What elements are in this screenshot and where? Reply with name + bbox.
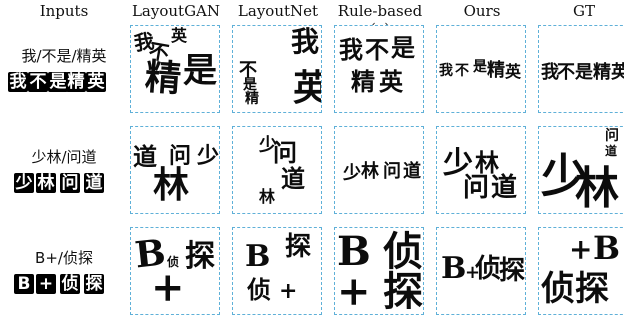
calligraphy-glyph: 道 bbox=[133, 142, 157, 171]
input-glyph: 道 bbox=[84, 173, 104, 193]
input-glyph: 不 bbox=[28, 72, 48, 92]
header-gt: GT bbox=[573, 2, 595, 20]
calligraphy-glyph: 精 bbox=[487, 60, 505, 81]
calligraphy-glyph: 林 bbox=[575, 163, 619, 214]
calligraphy-glyph: + bbox=[337, 268, 371, 315]
calligraphy-glyph: 英 bbox=[171, 26, 188, 45]
calligraphy-glyph: B bbox=[441, 251, 467, 286]
calligraphy-glyph: 探 bbox=[499, 256, 526, 286]
input-glyph: B bbox=[14, 274, 34, 294]
calligraphy-glyph: 少 bbox=[541, 149, 587, 203]
input-text-row-1: 我/不是/精英 bbox=[21, 47, 107, 65]
calligraphy-glyph: B bbox=[245, 239, 271, 274]
calligraphy-glyph: B bbox=[337, 228, 371, 275]
result-cell-ours: B+侦探 bbox=[436, 227, 526, 315]
calligraphy-glyph: 少 bbox=[259, 135, 277, 156]
calligraphy-glyph: + bbox=[279, 278, 298, 304]
calligraphy-glyph: 不 bbox=[455, 63, 469, 79]
calligraphy-glyph: 探 bbox=[575, 269, 609, 309]
calligraphy-glyph: 我 bbox=[339, 35, 363, 64]
calligraphy-glyph: 英 bbox=[379, 67, 403, 96]
calligraphy-glyph: 侦 bbox=[541, 269, 575, 309]
result-cell-rule-based-c: 少林问道 bbox=[334, 126, 424, 214]
calligraphy-glyph: 英 bbox=[505, 62, 522, 81]
calligraphy-glyph: 侦 bbox=[475, 254, 502, 284]
calligraphy-glyph: 我 bbox=[541, 62, 559, 83]
result-cell-layoutgan: 道问少林 bbox=[130, 126, 220, 214]
calligraphy-glyph: 侦 bbox=[247, 275, 271, 304]
calligraphy-glyph: B bbox=[593, 229, 621, 267]
calligraphy-glyph: 我 bbox=[291, 25, 320, 58]
calligraphy-glyph: 不 bbox=[365, 35, 389, 64]
input-glyph: 精 bbox=[66, 72, 86, 92]
result-cell-gt: B+侦探 bbox=[538, 227, 624, 315]
calligraphy-glyph: 问 bbox=[383, 161, 401, 182]
input-glyph: 问 bbox=[60, 173, 80, 193]
calligraphy-glyph: 英 bbox=[611, 64, 624, 82]
calligraphy-glyph: 是 bbox=[391, 33, 415, 62]
header-layoutnet: LayoutNet bbox=[237, 2, 319, 20]
calligraphy-glyph: 少 bbox=[197, 143, 220, 169]
calligraphy-glyph: 是 bbox=[243, 77, 257, 93]
result-cell-layoutnet: 我英 不是精 bbox=[232, 25, 322, 113]
result-cell-ours: 少林问道 bbox=[436, 126, 526, 214]
header-layoutgan: LayoutGAN bbox=[131, 2, 221, 20]
calligraphy-glyph: 道 bbox=[605, 144, 618, 158]
calligraphy-glyph: 不 bbox=[557, 62, 575, 83]
input-glyph: 英 bbox=[86, 72, 106, 92]
calligraphy-glyph: 侦 bbox=[383, 228, 423, 275]
result-cell-gt: 问道 少林 bbox=[538, 126, 624, 214]
calligraphy-glyph: 道 bbox=[491, 173, 518, 203]
calligraphy-glyph: 是 bbox=[183, 51, 217, 91]
calligraphy-glyph: 林 bbox=[259, 187, 276, 206]
result-cell-rule-based-c: 我不是精英 bbox=[334, 25, 424, 113]
calligraphy-glyph: 是 bbox=[575, 62, 593, 83]
input-glyph: 侦 bbox=[60, 274, 80, 294]
result-cell-layoutgan: 我不英精是 bbox=[130, 25, 220, 113]
calligraphy-glyph: 精 bbox=[351, 67, 375, 96]
input-glyph: + bbox=[36, 274, 56, 294]
input-glyph: 林 bbox=[36, 173, 56, 193]
result-cell-ours: 我不是精英 bbox=[436, 25, 526, 113]
calligraphy-glyph: 问 bbox=[273, 138, 297, 167]
input-text-row-2: 少林/问道 bbox=[31, 148, 97, 166]
calligraphy-glyph: 道 bbox=[403, 161, 421, 182]
result-cell-layoutnet: 少问道林 bbox=[232, 126, 322, 214]
header-inputs: Inputs bbox=[39, 2, 89, 20]
input-text-row-3: B+/侦探 bbox=[35, 249, 93, 267]
input-glyph: 少 bbox=[14, 173, 34, 193]
input-glyph: 我 bbox=[8, 72, 28, 92]
calligraphy-glyph: + bbox=[465, 262, 481, 283]
calligraphy-glyph: + bbox=[151, 264, 185, 311]
calligraphy-glyph: 问 bbox=[463, 173, 490, 203]
calligraphy-glyph: 探 bbox=[185, 239, 215, 274]
header-ours: Ours bbox=[463, 2, 501, 20]
calligraphy-glyph: 林 bbox=[153, 164, 190, 206]
calligraphy-glyph: 不 bbox=[239, 60, 257, 81]
calligraphy-glyph: 探 bbox=[285, 232, 312, 262]
calligraphy-glyph: 英 bbox=[293, 70, 321, 106]
calligraphy-glyph: 是 bbox=[473, 59, 487, 75]
input-glyph: 探 bbox=[84, 274, 104, 294]
calligraphy-glyph: 道 bbox=[281, 164, 305, 193]
calligraphy-glyph: 精 bbox=[143, 55, 183, 101]
calligraphy-glyph: 侦 bbox=[167, 255, 180, 269]
calligraphy-glyph: 探 bbox=[383, 268, 423, 315]
calligraphy-glyph: 林 bbox=[475, 148, 499, 177]
calligraphy-glyph: 林 bbox=[361, 161, 379, 182]
calligraphy-glyph: 我 bbox=[439, 63, 453, 79]
calligraphy-glyph: + bbox=[569, 233, 593, 266]
calligraphy-glyph: 问 bbox=[169, 143, 192, 169]
calligraphy-glyph: 问 bbox=[605, 128, 619, 144]
calligraphy-glyph: 少 bbox=[343, 163, 361, 184]
input-glyph: 是 bbox=[48, 72, 68, 92]
calligraphy-glyph: 少 bbox=[443, 146, 473, 181]
calligraphy-glyph: 精 bbox=[245, 91, 259, 107]
calligraphy-glyph: 精 bbox=[593, 62, 611, 83]
